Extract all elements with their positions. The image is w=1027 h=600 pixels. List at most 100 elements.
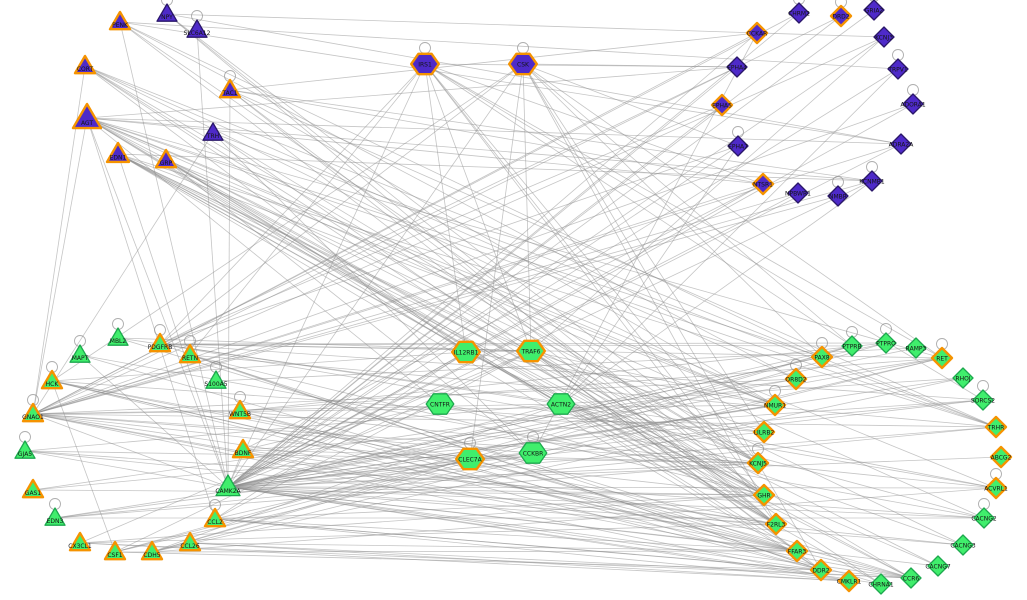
edge-edn1-ccr6 <box>117 153 912 579</box>
edge-agt-il12rb1 <box>86 117 467 353</box>
edge-bdnf-ntsr1 <box>242 183 764 451</box>
node-acvrl1[interactable]: ACVRL1 <box>984 476 1008 500</box>
node-shape-ccr6 <box>900 567 922 589</box>
edge-bdnf-kcnj5 <box>242 449 759 464</box>
edge-slc6a12-camk2a <box>196 29 229 488</box>
node-shape-cckar <box>745 21 769 45</box>
node-mbl2[interactable]: MBL2 <box>107 327 129 346</box>
edge-irs1-ntsr1 <box>424 63 764 185</box>
node-lilrb2[interactable]: LILRB2 <box>752 420 776 444</box>
node-il12rb1[interactable]: IL12RB1 <box>451 340 481 364</box>
edge-gnao1-cmklr1 <box>32 413 850 582</box>
node-cx3cl1[interactable]: CX3CL1 <box>68 531 92 552</box>
node-gria2[interactable]: GRIA2 <box>863 0 885 21</box>
edge-camk2a-cckar <box>227 32 758 488</box>
edge-il12rb1-ghr <box>465 351 765 496</box>
node-shape-adra2a <box>890 133 912 155</box>
edge-ccl26-ffar3 <box>189 542 798 552</box>
edge-actn2-acvrl1 <box>560 403 997 489</box>
node-nmur1[interactable]: NMUR1 <box>763 393 786 417</box>
node-irs1[interactable]: IRS1 <box>410 52 440 76</box>
edge-gnao1-kcnj5 <box>32 413 759 464</box>
node-shape-ghr <box>752 483 776 507</box>
edge-gria2-camk2a <box>227 9 875 488</box>
edge-bdnf-f2rl3 <box>242 449 777 525</box>
edge-actn2-epha7 <box>560 145 739 405</box>
edge-hck-ddr2 <box>51 380 822 571</box>
node-shape-npbwr1 <box>787 182 809 204</box>
edge-csk-epha4 <box>522 63 738 68</box>
node-mapt[interactable]: MAPT <box>69 344 91 363</box>
node-penk[interactable]: PENK <box>108 10 132 31</box>
node-clec7a[interactable]: CLEC7A <box>455 447 485 471</box>
edge-npy-kcnj5 <box>166 13 759 464</box>
node-cacng3[interactable]: CACNG3 <box>950 534 976 556</box>
node-drd2[interactable]: DRD2 <box>829 4 853 28</box>
edge-irs1-traf6 <box>424 63 532 352</box>
node-shape-epha7 <box>727 135 749 157</box>
node-slc6a12[interactable]: SLC6A12 <box>184 19 211 38</box>
edge-npy-kcnj3 <box>166 13 885 38</box>
edge-camk2a-adra2a <box>227 143 902 488</box>
node-ptprb[interactable]: PTPRB <box>841 335 863 357</box>
node-s100a5[interactable]: S100A5 <box>204 370 228 389</box>
edge-penk-trpv1 <box>119 21 899 70</box>
edge-agt-kcnmb1 <box>86 117 873 182</box>
node-adora1[interactable]: ADORA1 <box>900 93 926 115</box>
node-shape-epha5 <box>710 93 734 117</box>
node-kcnj3[interactable]: KCNJ3 <box>873 26 895 48</box>
node-ret[interactable]: RET <box>930 346 954 370</box>
node-npbwr1[interactable]: NPBWR1 <box>785 182 811 204</box>
node-trhr[interactable]: TRHR <box>984 415 1008 439</box>
node-cacng2[interactable]: CACNG2 <box>971 507 997 529</box>
node-edn1[interactable]: EDN1 <box>105 141 131 164</box>
node-adra2a[interactable]: ADRA2A <box>889 133 915 155</box>
edge-ccl2-ddr2 <box>214 518 822 571</box>
node-shape-ptprb <box>841 335 863 357</box>
edge-camk2a-abcg2 <box>227 456 1002 488</box>
node-kcnj5[interactable]: KCNJ5 <box>746 451 770 475</box>
edge-irs1-il12rb1 <box>424 63 467 353</box>
edge-retn-trhr <box>189 354 997 428</box>
edge-cort-kcnj5 <box>84 65 759 464</box>
node-cort[interactable]: CORT <box>73 54 97 75</box>
node-gnao1[interactable]: GNAO1 <box>21 402 45 423</box>
node-shape-cacng7 <box>927 555 949 577</box>
node-gja5[interactable]: GJA5 <box>14 440 36 459</box>
node-shape-epha4 <box>726 56 748 78</box>
edge-trh-f2rl3 <box>212 132 777 525</box>
node-shape-slc6a12 <box>186 19 208 38</box>
node-npy[interactable]: NPY <box>156 3 178 22</box>
node-shape-abcg2 <box>989 445 1013 469</box>
node-shape-cacng2 <box>973 507 995 529</box>
node-traf6[interactable]: TRAF6 <box>516 339 546 363</box>
node-shape-f2rl3 <box>764 512 788 536</box>
node-ccr6[interactable]: CCR6 <box>900 567 922 589</box>
edge-csk-camk2a <box>227 63 524 488</box>
node-cacng7[interactable]: CACNG7 <box>925 555 951 577</box>
node-nmbr[interactable]: NMBR <box>827 185 849 207</box>
node-shape-gja5 <box>14 440 36 459</box>
edge-actn2-cacng2 <box>560 403 985 519</box>
edge-retn-ddr2 <box>189 354 822 571</box>
edge-camk2a-ghr <box>227 486 765 496</box>
node-tac1[interactable]: TAC1 <box>218 78 242 99</box>
edge-csf1-ddr2 <box>114 551 822 571</box>
node-shape-pax8 <box>810 345 834 369</box>
node-cmklr1[interactable]: CMKLR1 <box>837 569 862 593</box>
node-kcnmb1[interactable]: KCNMB1 <box>859 170 885 192</box>
edge-csk-epha7 <box>522 63 739 147</box>
node-sorcs2[interactable]: SORCS2 <box>971 389 995 411</box>
edge-grp-nmur1 <box>165 159 776 406</box>
node-shape-retn <box>178 343 202 364</box>
node-csk[interactable]: CSK <box>508 52 538 76</box>
edge-irs1-ret <box>424 63 943 359</box>
node-cckar[interactable]: CCKAR <box>745 21 769 45</box>
node-abcg2[interactable]: ABCG2 <box>989 445 1013 469</box>
edge-chrm2-camk2a <box>227 12 800 488</box>
edge-gnao1-nmur1 <box>32 404 776 415</box>
node-chrm2[interactable]: CHRM2 <box>788 2 810 24</box>
node-rhoj[interactable]: RHOJ <box>952 367 974 389</box>
